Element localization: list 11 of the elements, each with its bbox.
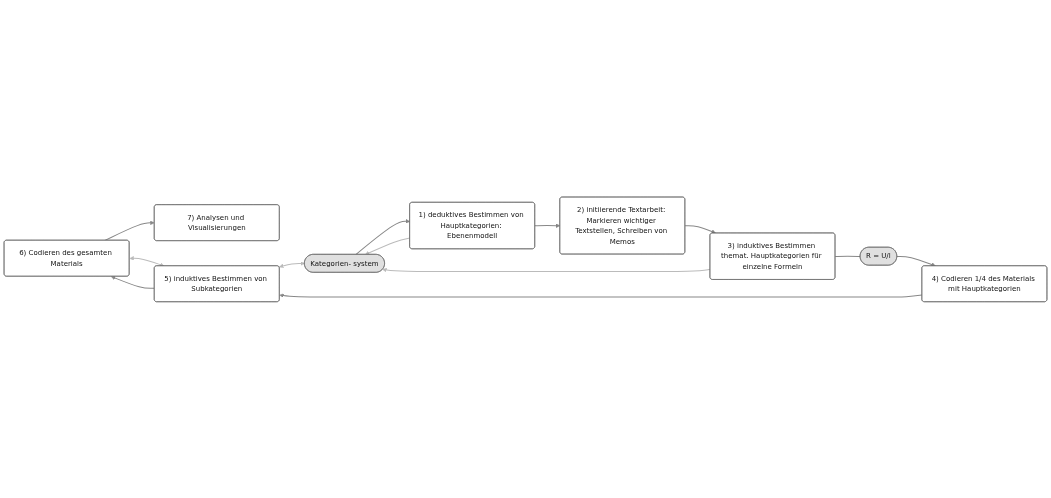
arrow: [129, 255, 165, 267]
connector: [834, 255, 861, 257]
arrow: [365, 237, 411, 255]
arrow: [684, 224, 716, 234]
arrow: [279, 260, 305, 268]
arrow: [355, 218, 411, 255]
arrow: [110, 275, 155, 289]
arrow: [534, 223, 561, 228]
arrow: [896, 255, 936, 267]
arrow: [382, 267, 711, 272]
arrow: [279, 293, 923, 298]
